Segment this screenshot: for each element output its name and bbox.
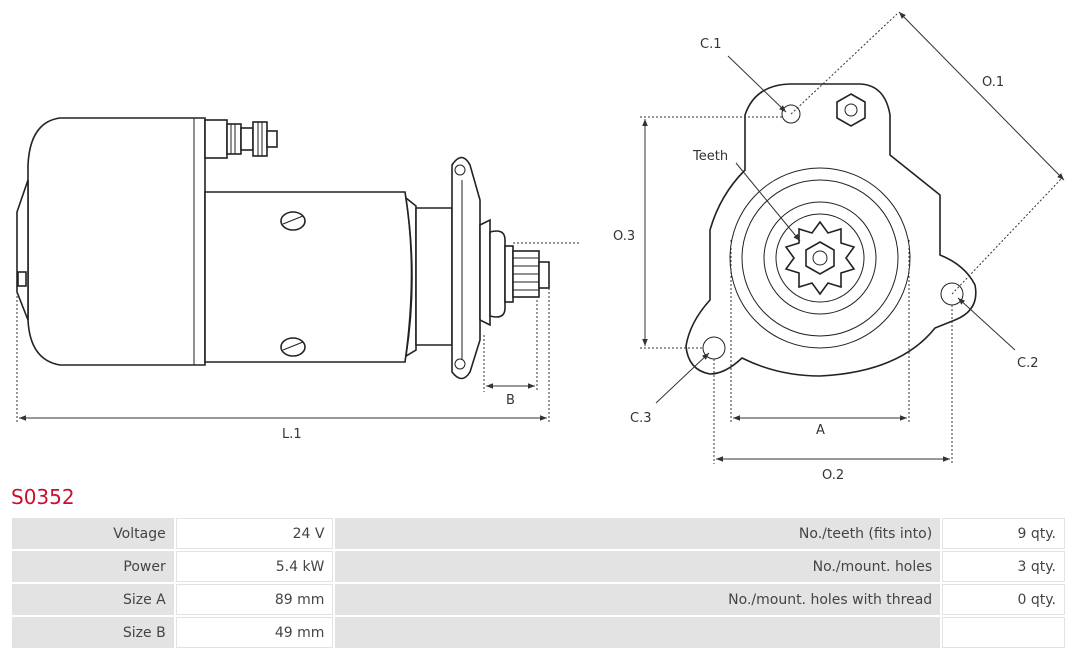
spec-label: Size B	[12, 617, 174, 648]
spec-value	[942, 617, 1065, 648]
spec-value: 89 mm	[175, 584, 334, 615]
label-o2: O.2	[822, 468, 844, 480]
spec-row: Size A 89 mm No./mount. holes with threa…	[12, 584, 1065, 615]
spec-row: Size B 49 mm	[12, 617, 1065, 648]
label-b: B	[506, 393, 515, 408]
spec-value: 5.4 kW	[175, 551, 334, 582]
side-view	[16, 117, 580, 422]
spec-value: 9 qty.	[942, 518, 1065, 549]
label-o3: O.3	[613, 229, 635, 244]
spec-label: Size A	[12, 584, 174, 615]
spec-row: Voltage 24 V No./teeth (fits into) 9 qty…	[12, 518, 1065, 549]
spec-label: No./mount. holes with thread	[335, 584, 941, 615]
label-teeth: Teeth	[692, 149, 728, 164]
label-l1: L.1	[282, 427, 302, 442]
spec-row: Power 5.4 kW No./mount. holes 3 qty.	[12, 551, 1065, 582]
spec-value: 0 qty.	[942, 584, 1065, 615]
spec-value: 24 V	[175, 518, 334, 549]
label-c1: C.1	[700, 37, 721, 52]
technical-drawing: C.1 O.1 Teeth O.3 C.2 C.3 A O.2 B L.1	[16, 11, 1065, 480]
label-c3: C.3	[630, 411, 651, 426]
label-o1: O.1	[982, 75, 1004, 90]
front-view	[640, 11, 1065, 464]
label-a: A	[816, 423, 825, 438]
label-c2: C.2	[1017, 356, 1038, 371]
spec-value: 49 mm	[175, 617, 334, 648]
spec-label: No./mount. holes	[335, 551, 941, 582]
spec-table: Voltage 24 V No./teeth (fits into) 9 qty…	[10, 516, 1067, 650]
spec-label	[335, 617, 941, 648]
pinion-gear	[784, 220, 856, 296]
spec-label: Power	[12, 551, 174, 582]
spec-label: Voltage	[12, 518, 174, 549]
spec-label: No./teeth (fits into)	[335, 518, 941, 549]
product-code: S0352	[11, 485, 75, 509]
spec-value: 3 qty.	[942, 551, 1065, 582]
